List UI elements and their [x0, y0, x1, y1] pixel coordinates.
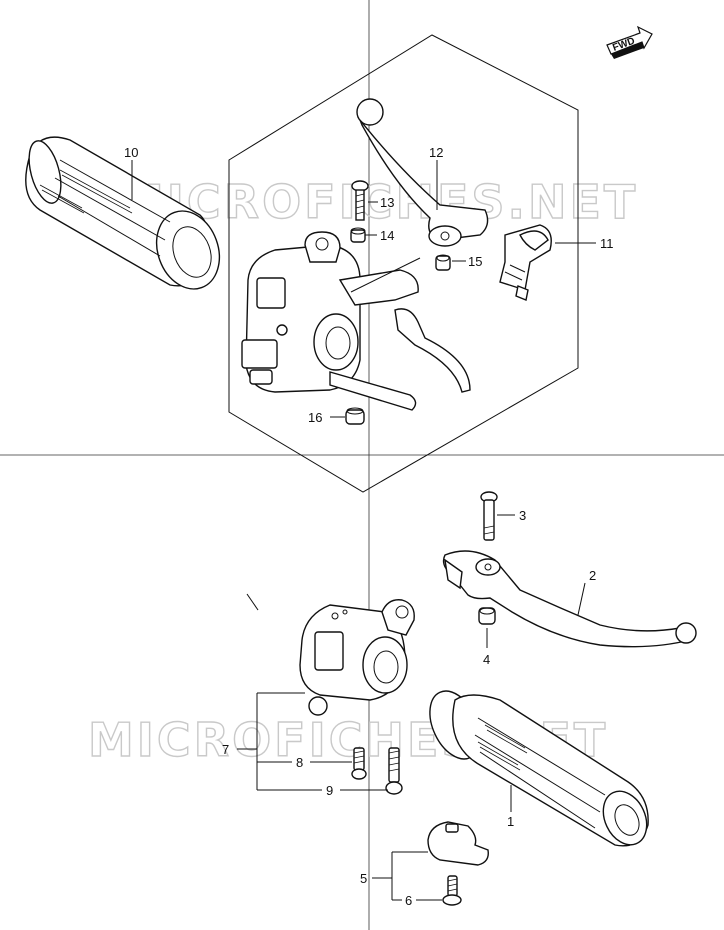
lever-2	[442, 550, 697, 648]
callout-16: 16	[308, 410, 322, 425]
callout-12: 12	[429, 145, 443, 160]
screw-9	[385, 747, 403, 795]
forward-arrow-icon: FWD	[606, 25, 653, 59]
leader-lines	[131, 160, 596, 901]
screw-6	[442, 875, 462, 906]
callout-numbers: 10 12 13 14 15 11 16 3 2 4 7 8 9 1 5 6	[124, 145, 614, 908]
right-switch-housing	[246, 593, 415, 716]
nut-4	[478, 607, 496, 625]
callout-14: 14	[380, 228, 394, 243]
bracket-5	[427, 821, 489, 866]
bolt-13	[351, 180, 369, 221]
assembly-outline	[228, 34, 579, 493]
left-switch-housing	[241, 231, 471, 411]
nut-15	[435, 254, 451, 271]
switch-11	[499, 224, 552, 301]
callout-11: 11	[600, 236, 614, 251]
lever-12	[356, 98, 489, 247]
callout-2: 2	[589, 568, 596, 583]
bolt-3	[480, 491, 498, 541]
callout-9: 9	[326, 783, 333, 798]
callout-10: 10	[124, 145, 138, 160]
callout-6: 6	[405, 893, 412, 908]
callout-4: 4	[483, 652, 490, 667]
callout-1: 1	[507, 814, 514, 829]
callout-15: 15	[468, 254, 482, 269]
callout-13: 13	[380, 195, 394, 210]
left-grip	[25, 136, 221, 290]
callout-5: 5	[360, 871, 367, 886]
right-grip	[429, 690, 649, 847]
callout-3: 3	[519, 508, 526, 523]
washer-14	[350, 227, 366, 243]
screw-8	[351, 747, 367, 780]
callout-7: 7	[222, 742, 229, 757]
nut-16	[345, 407, 365, 425]
callout-8: 8	[296, 755, 303, 770]
